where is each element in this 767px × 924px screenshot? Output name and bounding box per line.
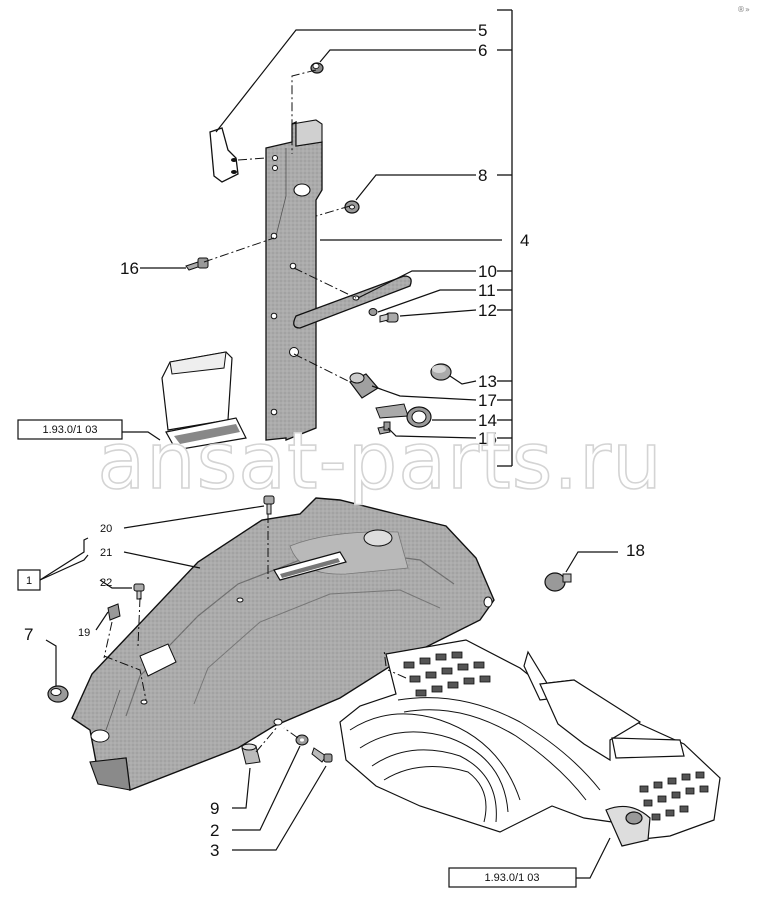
callout-9[interactable]: 9	[210, 799, 219, 818]
assembly-guides	[103, 69, 407, 753]
reference-label-bottom: 1.93.0/1 03	[484, 872, 539, 884]
callout-8[interactable]: 8	[478, 166, 487, 185]
cap-nut-part	[310, 62, 324, 74]
vertical-support-part	[265, 119, 323, 441]
callout-16[interactable]: 16	[120, 259, 139, 278]
plug-part	[430, 363, 452, 381]
screw-part	[377, 421, 391, 435]
flat-strap-part	[293, 275, 412, 329]
reference-label-left: 1.93.0/1 03	[42, 424, 97, 436]
callout-13[interactable]: 13	[478, 372, 497, 391]
leader-lines	[39, 29, 618, 879]
fender-cover-part	[71, 497, 495, 791]
callout-4[interactable]: 4	[520, 231, 529, 250]
rivet-part	[133, 583, 145, 600]
grommet-part	[47, 685, 69, 703]
callout-10[interactable]: 10	[478, 262, 497, 281]
callout-2[interactable]: 2	[210, 821, 219, 840]
fender-bolt-part	[263, 495, 275, 515]
spacer-part	[241, 743, 261, 765]
reference-box-bottom[interactable]: 1.93.0/1 03	[448, 867, 577, 888]
callout-labels: 5 6 8 4 16 10 11 12 13 17 14 15 20 21 22…	[24, 21, 645, 860]
callout-11[interactable]: 11	[478, 281, 496, 300]
callout-bracket	[497, 9, 513, 467]
callout-19[interactable]: 19	[78, 627, 90, 639]
bolt-part	[185, 257, 209, 271]
corner-mark: ®»	[737, 5, 750, 14]
small-bolt-part	[379, 312, 399, 323]
callout-22[interactable]: 22	[100, 577, 112, 589]
step-assembly-part	[339, 639, 721, 847]
callout-7[interactable]: 7	[24, 625, 33, 644]
bushing-part	[349, 372, 379, 399]
bracket-plate-part	[209, 127, 239, 183]
small-washer-part	[368, 308, 378, 316]
callout-17[interactable]: 17	[478, 391, 497, 410]
lower-washer-part	[295, 734, 309, 746]
group-box-label: 1	[26, 575, 32, 587]
callout-21[interactable]: 21	[100, 547, 112, 559]
knob-part	[544, 572, 572, 592]
clip-part	[107, 603, 121, 621]
callout-6[interactable]: 6	[478, 41, 487, 60]
watermark-text: ansat-parts.ru	[97, 417, 662, 507]
callout-15[interactable]: 15	[478, 429, 497, 448]
ring-fitting-part	[375, 403, 432, 428]
lower-bolt-part	[311, 747, 333, 763]
callout-12[interactable]: 12	[478, 301, 497, 320]
group-box[interactable]: 1	[17, 569, 41, 591]
reference-box-left[interactable]: 1.93.0/1 03	[17, 419, 123, 440]
duct-part	[161, 351, 247, 451]
callout-20[interactable]: 20	[100, 523, 112, 535]
callout-14[interactable]: 14	[478, 411, 497, 430]
callout-5[interactable]: 5	[478, 21, 487, 40]
callout-18[interactable]: 18	[626, 541, 645, 560]
callout-3[interactable]: 3	[210, 841, 219, 860]
